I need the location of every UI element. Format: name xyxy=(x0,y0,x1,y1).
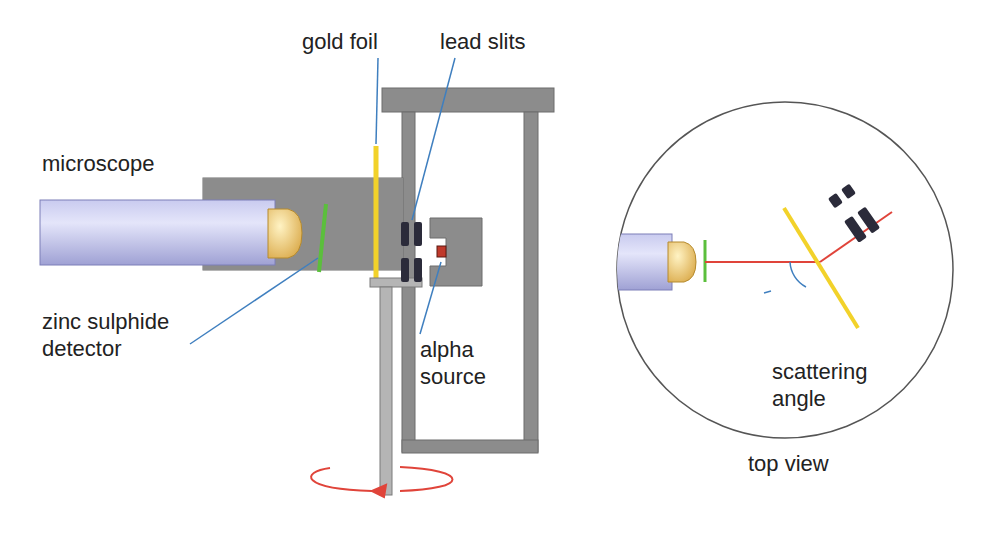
top-view-illustration xyxy=(600,102,953,438)
part-label: scattering angle xyxy=(772,358,892,412)
part-label: top view xyxy=(748,450,858,477)
rotation-arrow xyxy=(311,467,452,497)
gold-foil xyxy=(374,146,379,278)
part-label: microscope xyxy=(42,150,182,177)
part-label: zinc sulphide detector xyxy=(42,308,202,362)
vacuum-housing xyxy=(203,88,554,453)
part-label: lead slits xyxy=(440,28,550,55)
rotating-support xyxy=(370,278,422,495)
part-label: gold foil xyxy=(302,28,412,55)
lead-slits xyxy=(401,222,422,282)
alpha-source xyxy=(430,218,482,286)
part-label: alpha source xyxy=(420,336,498,390)
zinc-sulphide-screen xyxy=(319,204,326,272)
microscope-tube xyxy=(40,200,302,265)
